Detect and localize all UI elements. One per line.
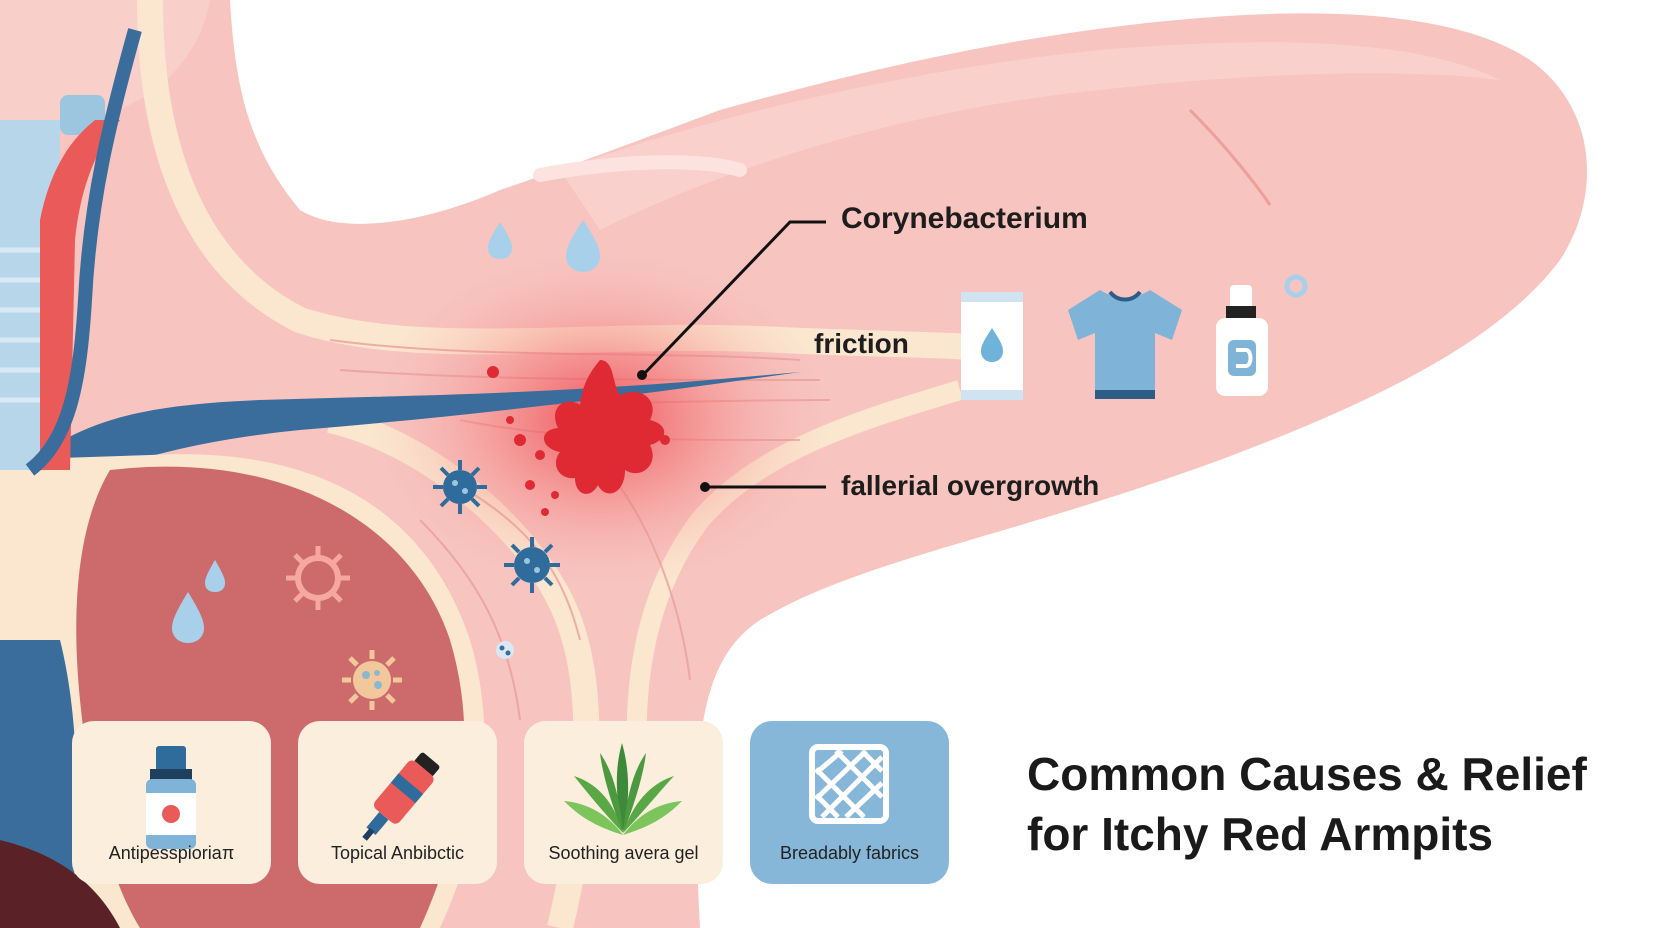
leader-lines: [641, 220, 826, 489]
antiperspirant-box-icon: [961, 292, 1023, 400]
label-overgrowth: fallerial overgrowth: [841, 470, 1100, 501]
title-line-1: Common Causes & Relief: [1027, 748, 1587, 800]
germ-yellow: [342, 650, 402, 710]
title-line-2: for Itchy Red Armpits: [1027, 808, 1494, 860]
leader-dot-1: [637, 370, 647, 380]
card-aloe-gel: Soothing avera gel: [524, 721, 723, 884]
card-antiperspirant: Antipesspioriaπ: [72, 721, 271, 884]
page-title: Common Causes & Relief for Itchy Red Arm…: [1027, 744, 1587, 864]
inflamed-rash: [543, 360, 665, 494]
tshirt-icon: [1068, 290, 1182, 399]
sweat-drop-2: [566, 220, 600, 272]
arm-shine: [533, 155, 747, 182]
vein: [20, 372, 800, 490]
card-breathable-fabrics: Breadably fabrics: [750, 721, 949, 884]
artery: [40, 120, 120, 470]
sweat-drop-3: [205, 560, 225, 592]
sweat-drop-4: [172, 592, 204, 643]
fabric-weave-icon: [809, 744, 889, 824]
leader-dot-2: [700, 482, 710, 492]
sweat-drop-1: [488, 222, 512, 259]
germ-small: [496, 641, 514, 659]
germ-pink: [286, 546, 350, 610]
aloe-vera-icon: [564, 743, 682, 835]
rash-spots: [487, 366, 670, 516]
jugular-vein: [25, 28, 142, 476]
bubble: [1284, 274, 1308, 298]
label-friction: friction: [814, 328, 909, 359]
card-topical-antibiotic: Topical Anbibctic: [298, 721, 497, 884]
ointment-tube-icon: [362, 752, 440, 841]
chest-shadow: [0, 840, 120, 928]
arm-highlight: [560, 42, 1500, 230]
card-label: Antipesspioriaπ: [108, 843, 235, 863]
elbow-crease: [1188, 108, 1272, 206]
card-label: Breadably fabrics: [779, 843, 920, 863]
bacteria-blue-2: [504, 537, 560, 593]
card-label: Topical Anbibctic: [330, 843, 465, 863]
bacteria-blue-1: [433, 460, 487, 514]
lotion-bottle-icon: [1216, 285, 1268, 396]
label-corynebacterium: Corynebacterium: [841, 202, 1088, 235]
card-label: Soothing avera gel: [548, 843, 699, 863]
deodorant-bottle-icon: [146, 746, 196, 849]
